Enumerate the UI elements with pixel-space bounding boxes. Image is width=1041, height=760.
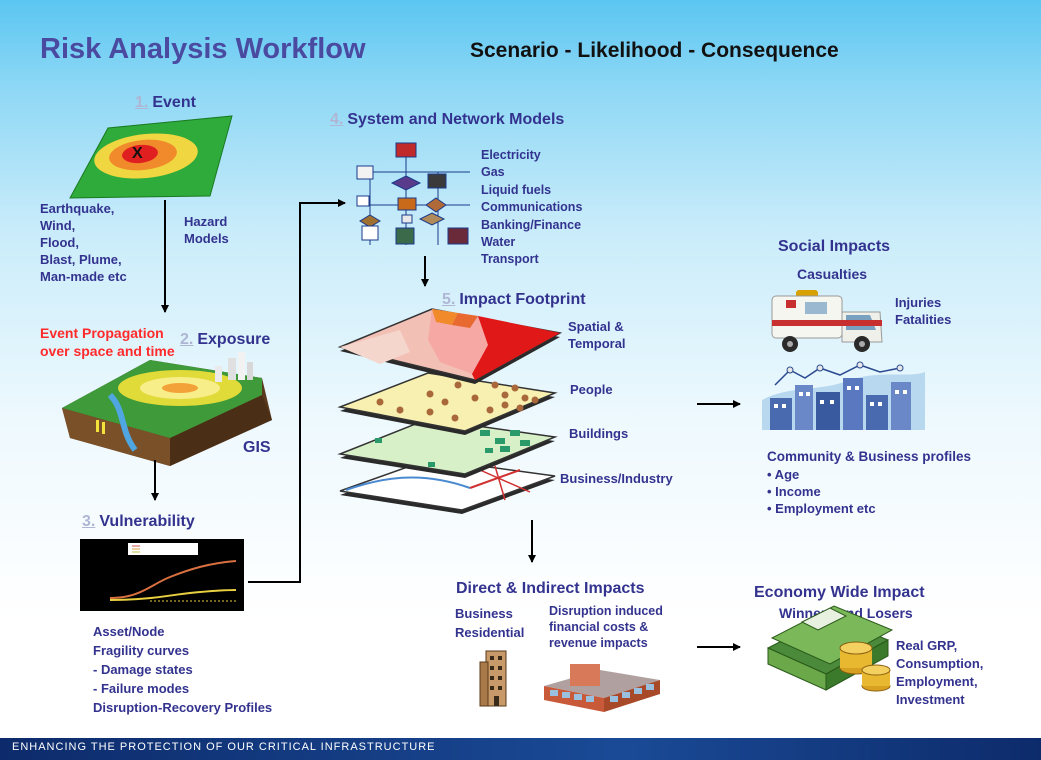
arrow-vulnerability-to-system bbox=[248, 199, 346, 583]
page-title: Risk Analysis Workflow bbox=[40, 33, 366, 65]
event-map-icon bbox=[69, 115, 233, 199]
hazard-item: Earthquake, bbox=[40, 201, 115, 216]
hazard-item: Blast, Plume, bbox=[40, 252, 122, 267]
hazard-item: Man-made etc bbox=[40, 269, 127, 284]
layer-spatial bbox=[337, 308, 563, 384]
gis-label: GIS bbox=[243, 439, 271, 456]
disruption-line: Disruption induced bbox=[549, 604, 663, 618]
social-impacts-title: Social Impacts bbox=[778, 238, 891, 255]
casualty-types: Injuries Fatalities bbox=[895, 294, 951, 328]
step5-label: Impact Footprint bbox=[459, 291, 586, 308]
economy-item: Investment bbox=[896, 692, 965, 707]
profiles-list: • Age • Income • Employment etc bbox=[767, 466, 876, 517]
step3-heading: 3.Vulnerability bbox=[82, 512, 195, 531]
profile-item: • Age bbox=[767, 467, 800, 482]
economy-item: Consumption, bbox=[896, 656, 984, 671]
step5-heading: 5.Impact Footprint bbox=[442, 290, 586, 309]
casualty-item: Fatalities bbox=[895, 312, 952, 327]
network-model-icon bbox=[356, 142, 470, 245]
hazard-item: Wind, bbox=[40, 218, 76, 233]
hazard-models-line: Hazard bbox=[184, 214, 228, 229]
page-subtitle: Scenario - Likelihood - Consequence bbox=[470, 39, 839, 62]
economy-item: Real GRP, bbox=[896, 638, 958, 653]
vulnerability-notes: Asset/Node Fragility curves - Damage sta… bbox=[93, 622, 272, 717]
casualties-label: Casualties bbox=[797, 266, 868, 282]
workflow-arrows bbox=[151, 199, 741, 651]
hazard-item: Flood, bbox=[40, 235, 79, 250]
layer-people bbox=[337, 372, 558, 435]
system-item: Banking/Finance bbox=[481, 217, 582, 232]
spatial-line: Temporal bbox=[568, 336, 626, 351]
economy-title: Economy Wide Impact bbox=[754, 584, 925, 601]
ambulance-icon bbox=[771, 290, 883, 352]
event-propagation-label: Event Propagation over space and time bbox=[40, 324, 175, 360]
system-item: Electricity bbox=[481, 148, 541, 162]
vulnerability-note: - Failure modes bbox=[93, 681, 190, 696]
terrain-block-icon bbox=[62, 352, 272, 466]
step2-label: Exposure bbox=[197, 331, 271, 348]
business-industry-label: Business/Industry bbox=[560, 471, 673, 486]
vulnerability-note: Disruption-Recovery Profiles bbox=[93, 700, 273, 715]
spatial-line: Spatial & bbox=[568, 319, 624, 334]
profile-item: • Employment etc bbox=[767, 501, 876, 516]
system-item: Liquid fuels bbox=[481, 182, 552, 197]
vulnerability-note: Fragility curves bbox=[93, 643, 190, 658]
system-item: Gas bbox=[481, 165, 505, 180]
spatial-temporal-label: Spatial & Temporal bbox=[568, 318, 626, 352]
system-item: Transport bbox=[481, 252, 539, 267]
step3-number: 3. bbox=[82, 513, 96, 530]
system-item: Communications bbox=[481, 200, 583, 215]
building-icons bbox=[479, 650, 660, 712]
step1-heading: 1.Event bbox=[135, 93, 196, 112]
system-list: Electricity Gas Liquid fuels Communicati… bbox=[481, 147, 582, 269]
step5-number: 5. bbox=[442, 291, 456, 308]
system-item: Water bbox=[481, 235, 516, 250]
people-label: People bbox=[570, 382, 613, 397]
propagation-line: Event Propagation bbox=[40, 325, 164, 341]
fragility-curve-chart bbox=[80, 539, 244, 611]
direct-impact-categories: Business Residential bbox=[455, 604, 524, 642]
step4-number: 4. bbox=[330, 111, 344, 128]
economy-indicators: Real GRP, Consumption, Employment, Inves… bbox=[896, 637, 983, 709]
step1-number: 1. bbox=[135, 94, 149, 111]
impact-footprint-layers bbox=[337, 308, 563, 514]
direct-category: Business bbox=[455, 606, 513, 621]
step4-label: System and Network Models bbox=[347, 111, 565, 128]
step2-heading: 2.Exposure bbox=[180, 330, 270, 349]
footer-text: ENHANCING THE PROTECTION OF OUR CRITICAL… bbox=[12, 741, 436, 753]
propagation-line: over space and time bbox=[40, 343, 175, 359]
epicenter-marker: X bbox=[132, 145, 143, 162]
casualty-item: Injuries bbox=[895, 295, 942, 310]
hazard-models-line: Models bbox=[184, 231, 229, 246]
disruption-line: financial costs & bbox=[549, 620, 649, 634]
community-buildings-icon bbox=[762, 361, 925, 430]
money-stack-icon bbox=[766, 605, 894, 692]
direct-indirect-title: Direct & Indirect Impacts bbox=[456, 580, 645, 597]
disruption-notes: Disruption induced financial costs & rev… bbox=[549, 603, 663, 651]
footer-bar bbox=[0, 738, 1041, 760]
economy-item: Employment, bbox=[896, 674, 978, 689]
hazard-list: Earthquake, Wind, Flood, Blast, Plume, M… bbox=[40, 200, 127, 285]
vulnerability-note: Asset/Node bbox=[93, 624, 165, 639]
step3-label: Vulnerability bbox=[99, 513, 195, 530]
profiles-title: Community & Business profiles bbox=[767, 449, 972, 464]
layer-business bbox=[339, 458, 556, 514]
step4-heading: 4.System and Network Models bbox=[330, 110, 564, 129]
buildings-label: Buildings bbox=[569, 426, 629, 441]
disruption-line: revenue impacts bbox=[549, 636, 648, 650]
profile-item: • Income bbox=[767, 484, 821, 499]
vulnerability-note: - Damage states bbox=[93, 662, 193, 677]
step1-label: Event bbox=[152, 94, 196, 111]
step2-number: 2. bbox=[180, 331, 194, 348]
layer-buildings bbox=[337, 418, 558, 478]
hazard-models-label: Hazard Models bbox=[184, 213, 229, 247]
direct-category: Residential bbox=[455, 625, 525, 640]
